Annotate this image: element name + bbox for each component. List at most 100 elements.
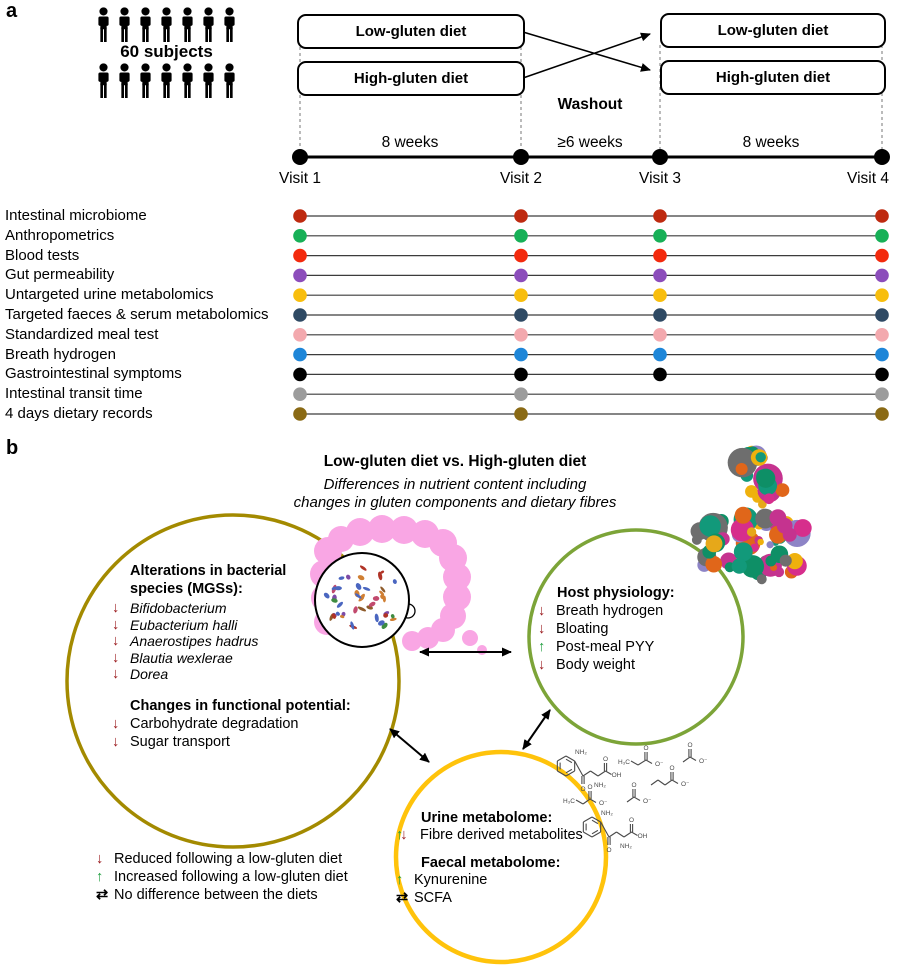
- person-icon-shape: [98, 7, 108, 42]
- measurement-dot: [875, 328, 889, 342]
- bond: [650, 779, 659, 786]
- bubble: [756, 574, 767, 585]
- visit1-label: Visit 1: [279, 170, 321, 187]
- list-item-label: Blautia wexlerae: [130, 649, 233, 666]
- molecule-label: O⁻: [681, 781, 690, 788]
- list-item-label: No difference between the diets: [114, 887, 318, 904]
- colon-segment: [390, 516, 418, 544]
- measurement-dot: [514, 229, 528, 243]
- person-icon-shape: [161, 63, 171, 98]
- species-heading: Alterations in bacterial species (MGSs):: [130, 563, 287, 597]
- molecule-label: O: [603, 756, 608, 763]
- bacterium: [331, 613, 337, 619]
- measurement-dot: [653, 209, 667, 223]
- bubble: [757, 538, 764, 546]
- bubble: [746, 527, 757, 537]
- bacterium: [336, 601, 343, 608]
- bubble: [727, 447, 758, 478]
- measurement-dot: [875, 288, 889, 303]
- urine-metabolome-heading: Urine metabolome:: [421, 810, 553, 826]
- measurement-dot: [653, 328, 667, 342]
- subjects-icons-row1: [95, 7, 238, 43]
- list-item-label: Eubacterium halli: [130, 616, 238, 633]
- panel-a-graphics: [292, 31, 890, 421]
- measurement-dot: [293, 209, 307, 223]
- subjects-count-label: 60 subjects: [120, 42, 213, 61]
- panel-a-label: a: [6, 0, 18, 22]
- colon-segment: [443, 563, 471, 591]
- bacterium: [357, 606, 367, 612]
- bubble: [745, 485, 758, 498]
- measurement-dot: [293, 367, 307, 382]
- measurement-dot: [293, 268, 307, 283]
- list-item-label: Body weight: [556, 657, 635, 674]
- measurement-label: Intestinal microbiome: [5, 207, 147, 224]
- person-icon: [95, 63, 112, 99]
- bond: [630, 760, 639, 766]
- person-icon-shape: [182, 63, 192, 98]
- bubble: [776, 517, 793, 534]
- measurement-label: Gastrointestinal symptoms: [5, 365, 182, 383]
- bacterium: [368, 601, 376, 607]
- measurement-dot: [653, 248, 667, 263]
- list-item-label: SCFA: [414, 890, 452, 907]
- visit3-dot: [652, 149, 668, 165]
- bubble: [731, 558, 747, 574]
- measurement-label: 4 days dietary records: [5, 405, 153, 422]
- bubble: [735, 463, 748, 476]
- molecule-label: O: [587, 784, 592, 791]
- bacterium: [389, 617, 397, 622]
- colon-segment: [417, 627, 439, 649]
- down-arrow-icon: ↓: [112, 600, 120, 617]
- measurement-dot: [653, 367, 667, 382]
- bond: [565, 770, 575, 777]
- faecal-metabolome-heading: Faecal metabolome:: [421, 855, 561, 871]
- bubble: [765, 555, 777, 567]
- list-item-label: Fibre derived metabolites: [420, 827, 583, 844]
- panel-b-subtitle-line1: Differences in nutrient content includin…: [323, 476, 587, 493]
- bacterium: [380, 586, 386, 593]
- up-arrow-icon: ↑: [396, 827, 404, 844]
- bond: [590, 770, 599, 777]
- measurement-label: Standardized meal test: [5, 325, 159, 343]
- colon-segment: [462, 630, 478, 646]
- metabolome-circle: [393, 749, 609, 965]
- bacterium: [358, 597, 365, 602]
- bond: [623, 831, 632, 838]
- bubble: [775, 483, 790, 497]
- bacterium: [379, 590, 385, 596]
- nodiff-arrow-icon: ⇄: [396, 890, 409, 907]
- list-item: ↓Bifidobacterium: [112, 600, 258, 617]
- up-arrow-icon: ↑: [396, 872, 404, 889]
- period1-high-gluten-box: High-gluten diet: [297, 61, 525, 96]
- nodiff-arrow-icon: ⇄: [96, 887, 109, 904]
- period1-low-gluten-box: Low-gluten diet: [297, 14, 525, 49]
- colon-segment: [346, 518, 374, 546]
- person-icon: [95, 7, 112, 43]
- molecule-label: OH: [638, 833, 648, 840]
- bond: [557, 755, 567, 762]
- visit2-dot: [513, 149, 529, 165]
- person-icon: [137, 7, 154, 43]
- measurement-dot: [653, 229, 667, 243]
- down-arrow-icon: ↓: [96, 851, 104, 868]
- bubble: [741, 555, 765, 578]
- host-physiology-heading: Host physiology:: [557, 585, 675, 601]
- metabolite-molecules: NH₂ONH₂OOHH₃COO⁻OO⁻OO⁻H₃COO⁻OO⁻NH₂ONH₂OO…: [556, 742, 708, 854]
- bubble: [779, 554, 792, 567]
- bacterium: [383, 613, 389, 618]
- bond: [689, 756, 697, 761]
- bond: [626, 796, 635, 803]
- list-item: ↓Breath hydrogen: [538, 603, 663, 621]
- bubble: [730, 518, 755, 542]
- duration-washout: ≥6 weeks: [557, 134, 623, 151]
- molecule-label: NH₂: [575, 749, 587, 756]
- host-bubble-figure: [690, 445, 812, 585]
- molecule-label: H₃C: [618, 759, 630, 766]
- person-icon-shape: [161, 7, 171, 42]
- bond: [637, 759, 647, 766]
- bubble: [766, 541, 774, 549]
- measurement-dot: [514, 387, 528, 402]
- measurement-dot: [514, 407, 528, 421]
